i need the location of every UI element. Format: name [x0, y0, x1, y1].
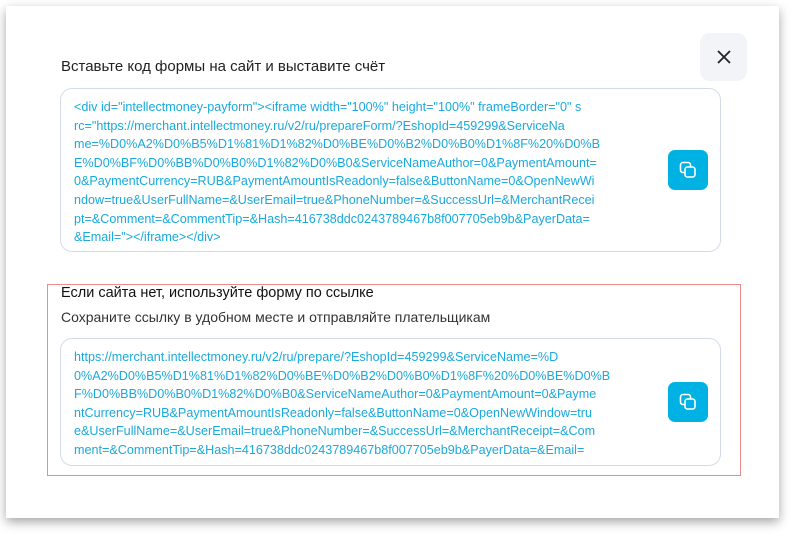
close-button[interactable]: [700, 33, 747, 81]
code-line: me=%D0%A2%D0%B5%D1%81%D1%82%D0%BE%D0%B2%…: [74, 137, 601, 152]
code-line: &Email="></iframe></div>: [74, 230, 221, 245]
code-line: ndow=true&UserFullName=&UserEmail=true&P…: [74, 192, 595, 207]
code-line: pt=&Comment=&CommentTip=&Hash=416738ddc0…: [74, 211, 590, 226]
code-line: ntCurrency=RUB&PaymentAmountIsReadonly=f…: [74, 405, 593, 420]
code-line: ment=&CommentTip=&Hash=416738ddc02437894…: [74, 442, 585, 457]
payment-link-text: https://merchant.intellectmoney.ru/v2/ru…: [74, 348, 610, 460]
code-line: 0%A2%D0%B5%D1%81%D1%82%D0%BE%D0%B2%D0%B0…: [74, 368, 611, 383]
link-section-subtitle: Сохраните ссылку в удобном месте и отпра…: [61, 309, 491, 325]
code-line: rc="https://merchant.intellectmoney.ru/v…: [74, 118, 565, 133]
copy-icon: [679, 393, 696, 410]
copy-icon: [679, 161, 696, 178]
modal-title: Вставьте код формы на сайт и выставите с…: [61, 58, 386, 75]
copy-payment-link-button[interactable]: [668, 382, 708, 422]
link-section-title: Если сайта нет, используйте форму по ссы…: [61, 285, 374, 301]
copy-embed-code-button[interactable]: [668, 150, 708, 190]
embed-code-text: <div id="intellectmoney-payform"><iframe…: [74, 98, 600, 247]
payment-link-field[interactable]: https://merchant.intellectmoney.ru/v2/ru…: [60, 338, 721, 466]
link-section-highlight: [47, 284, 741, 476]
code-line: <div id="intellectmoney-payform"><iframe…: [74, 100, 582, 114]
embed-code-field[interactable]: <div id="intellectmoney-payform"><iframe…: [60, 88, 721, 252]
code-line: 0&PaymentCurrency=RUB&PaymentAmountIsRea…: [74, 174, 595, 189]
code-line: E%D0%BF%D0%BB%D0%B0%D1%82%D0%B0&ServiceN…: [74, 155, 597, 170]
code-line: e&UserFullName=&UserEmail=true&PhoneNumb…: [74, 424, 596, 439]
code-line: F%D0%BB%D0%B0%D1%82%D0%B0&ServiceNameAut…: [74, 387, 597, 402]
code-line: https://merchant.intellectmoney.ru/v2/ru…: [74, 350, 559, 364]
close-icon: [716, 50, 731, 64]
